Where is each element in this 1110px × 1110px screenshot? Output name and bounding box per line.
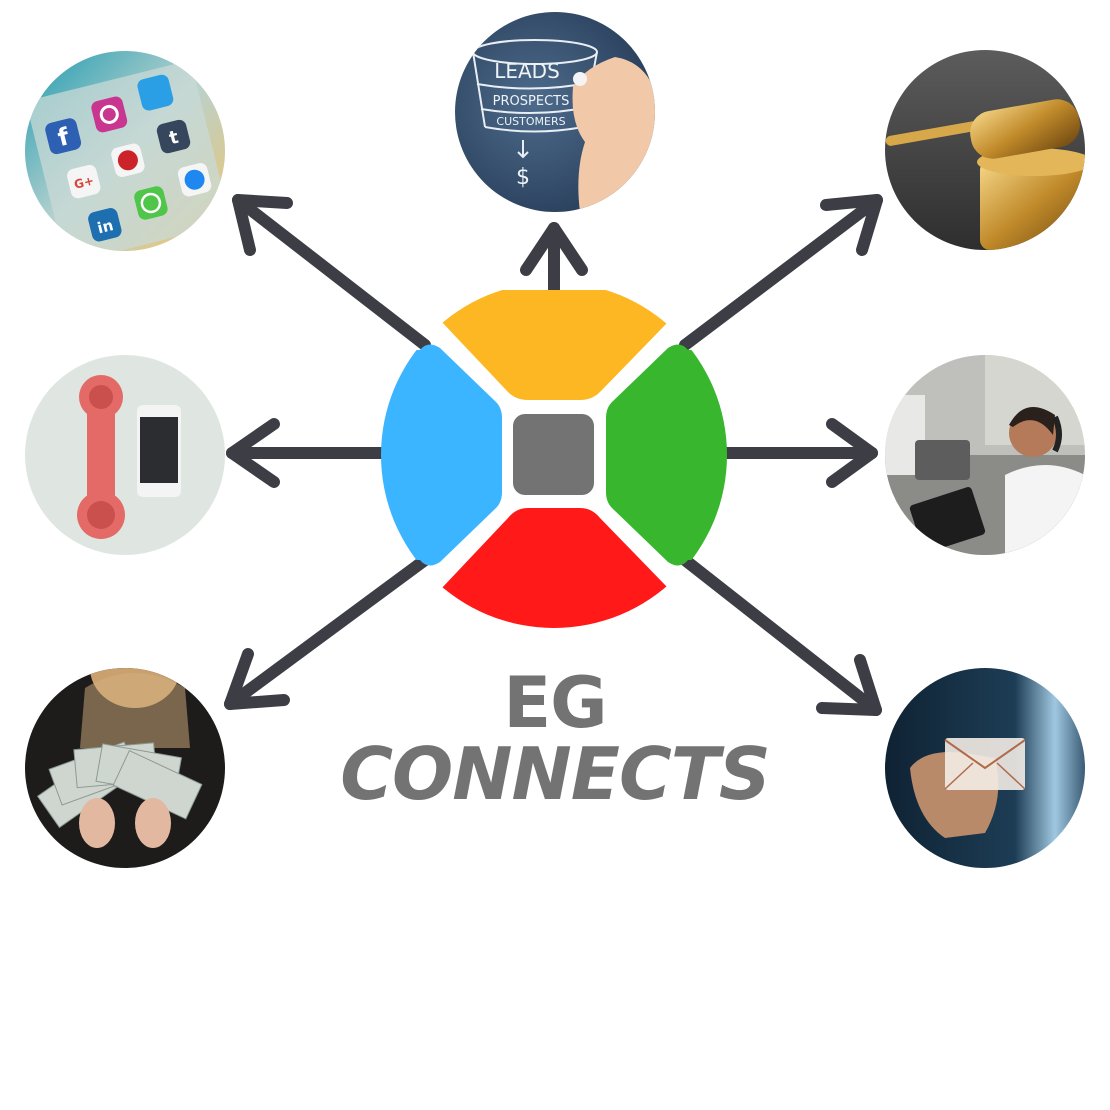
money-fan-image	[25, 668, 225, 868]
dollar-icon: $	[516, 165, 530, 190]
email-touch-image	[885, 668, 1085, 868]
phones-image	[25, 355, 225, 555]
node-sales-funnel[interactable]: LEADS PROSPECTS CUSTOMERS $	[455, 12, 655, 212]
facebook-icon	[45, 118, 82, 155]
arrow-down-right-icon	[679, 554, 882, 716]
twitter-icon	[137, 74, 174, 111]
node-social-media[interactable]: f G+ t in	[25, 51, 225, 251]
dollar-bills	[36, 741, 203, 829]
arrow-down-left-icon	[224, 554, 431, 710]
arrow-up-right-icon	[679, 194, 883, 351]
keyboard	[909, 487, 986, 553]
funnel-label-customers: CUSTOMERS	[496, 115, 565, 128]
brand-name-line1: EG	[503, 662, 607, 744]
logo-segment-top	[440, 290, 668, 400]
logo-segment-right	[606, 344, 727, 566]
arrow-up-icon	[520, 222, 588, 306]
svg-text:G+: G+	[73, 173, 96, 191]
svg-text:in: in	[95, 216, 115, 237]
whatsapp-icon	[134, 186, 168, 220]
envelope-icon	[944, 738, 1026, 790]
logo-center-square	[513, 414, 594, 495]
google-plus-icon	[67, 164, 101, 199]
instagram-icon	[91, 96, 128, 133]
social-media-apps-image: f G+ t in	[25, 51, 225, 251]
tumblr-icon	[156, 119, 191, 154]
brand-name-line2: CONNECTS	[340, 732, 771, 816]
gavel-image	[885, 50, 1085, 250]
sales-funnel-image: LEADS PROSPECTS CUSTOMERS $	[455, 12, 655, 212]
node-email[interactable]	[885, 668, 1085, 868]
logo-segment-bottom	[440, 508, 668, 628]
arrow-right-icon	[719, 418, 878, 488]
node-legal-gavel[interactable]	[885, 50, 1085, 250]
arrow-left-icon	[226, 418, 391, 488]
desk-phone	[915, 440, 970, 480]
node-money[interactable]	[25, 668, 225, 868]
arrow-up-left-icon	[232, 194, 431, 351]
call-center-agent-image	[885, 355, 1085, 555]
funnel-label-prospects: PROSPECTS	[493, 94, 570, 109]
funnel-label-leads: LEADS	[494, 59, 560, 83]
linkedin-icon	[88, 208, 122, 242]
eg-logo-mark	[381, 290, 727, 628]
node-call-center[interactable]	[885, 355, 1085, 555]
logo-segment-left	[381, 344, 502, 566]
arrows	[224, 194, 883, 716]
node-phones[interactable]	[25, 355, 225, 555]
